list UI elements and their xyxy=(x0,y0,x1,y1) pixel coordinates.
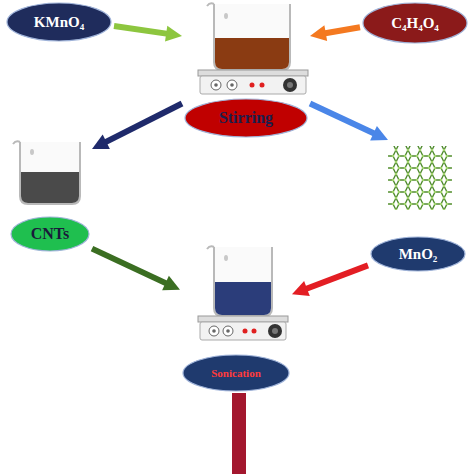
mno2-lattice xyxy=(388,146,452,210)
node-label: KMnO₄ xyxy=(34,14,84,31)
node-label: Stirring xyxy=(219,109,273,127)
process-node: Stirring xyxy=(182,0,310,138)
node-label: Sonication xyxy=(211,367,261,379)
arrow-head xyxy=(292,281,310,296)
node-label: C₄H₄O₄ xyxy=(391,15,439,32)
arrow-head xyxy=(162,276,180,290)
label-ellipse: Sonication xyxy=(182,354,290,392)
output-bar xyxy=(232,393,246,474)
arrow-shaft xyxy=(305,265,368,289)
process-node: Sonication xyxy=(180,246,292,392)
arrow-head xyxy=(310,25,327,41)
stirrer-plate xyxy=(198,316,288,340)
arrow-shaft xyxy=(114,26,168,34)
arrow-shaft xyxy=(92,249,167,284)
arrow-head xyxy=(165,26,182,42)
beaker-blue xyxy=(207,246,272,316)
arrow-head xyxy=(92,135,110,149)
flow-arrow xyxy=(310,25,360,41)
flow-arrow xyxy=(92,249,180,291)
label-ellipse: C₄H₄O₄ xyxy=(362,2,468,44)
process-node: KMnO₄ xyxy=(4,2,114,42)
node-label: MnO₂ xyxy=(399,246,438,263)
label-ellipse: MnO₂ xyxy=(370,236,466,272)
label-ellipse: KMnO₄ xyxy=(6,2,112,42)
arrow-head xyxy=(370,126,388,140)
beaker-brown xyxy=(207,3,290,70)
process-node: MnO₂ xyxy=(368,140,468,272)
arrow-shaft xyxy=(324,27,360,33)
flow-arrow xyxy=(292,265,368,296)
label-ellipse: CNTs xyxy=(10,216,90,252)
flow-arrow xyxy=(92,104,182,149)
stirrer-plate xyxy=(198,70,308,94)
flow-arrow xyxy=(310,104,388,141)
label-ellipse: Stirring xyxy=(184,98,308,138)
flow-arrow xyxy=(114,26,182,42)
process-node: C₄H₄O₄ xyxy=(360,2,470,44)
beaker-grey xyxy=(13,141,80,204)
node-label: CNTs xyxy=(31,225,70,243)
arrow-shaft xyxy=(104,104,182,143)
process-node: CNTs xyxy=(8,140,92,252)
arrow-shaft xyxy=(310,104,375,135)
